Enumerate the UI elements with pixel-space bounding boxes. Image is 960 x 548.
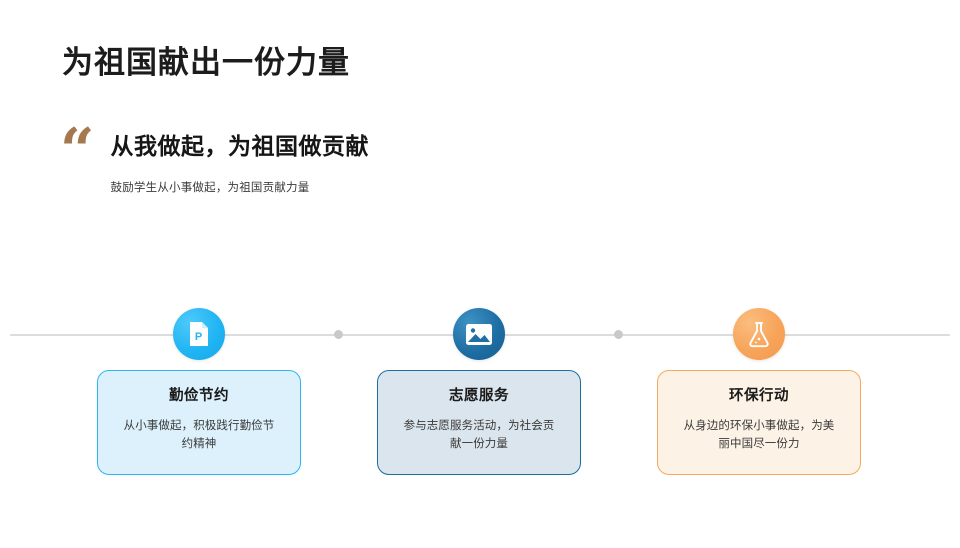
quotation-mark-icon: “ — [60, 116, 95, 186]
document-file-icon: P — [187, 321, 211, 347]
timeline-node-icon-3[interactable] — [733, 308, 785, 360]
timeline-card-1[interactable]: 勤俭节约 从小事做起，积极践行勤俭节约精神 — [97, 370, 301, 475]
timeline-connector-dot-1 — [334, 330, 343, 339]
card-description: 参与志愿服务活动，为社会贡献一份力量 — [403, 420, 555, 451]
flask-beaker-icon — [747, 321, 771, 348]
card-title: 环保行动 — [729, 388, 789, 404]
timeline-node-icon-2[interactable] — [453, 308, 505, 360]
timeline-card-2[interactable]: 志愿服务 参与志愿服务活动，为社会贡献一份力量 — [377, 370, 581, 475]
card-description: 从小事做起，积极践行勤俭节约精神 — [123, 420, 275, 451]
card-title: 勤俭节约 — [169, 388, 229, 404]
card-description: 从身边的环保小事做起，为美丽中国尽一份力 — [683, 420, 835, 451]
card-title: 志愿服务 — [449, 388, 509, 404]
timeline-card-3[interactable]: 环保行动 从身边的环保小事做起，为美丽中国尽一份力 — [657, 370, 861, 475]
quote-block: “ 从我做起，为祖国做贡献 鼓励学生从小事做起，为祖国贡献力量 — [60, 116, 620, 197]
timeline-connector-dot-2 — [614, 330, 623, 339]
quote-text-wrap: 从我做起，为祖国做贡献 鼓励学生从小事做起，为祖国贡献力量 — [111, 128, 370, 197]
quote-subtitle: 鼓励学生从小事做起，为祖国贡献力量 — [110, 181, 310, 194]
quote-row: “ 从我做起，为祖国做贡献 鼓励学生从小事做起，为祖国贡献力量 — [60, 116, 620, 197]
svg-text:P: P — [195, 331, 202, 343]
page-title: 为祖国献出一份力量 — [62, 45, 350, 80]
quote-headline: 从我做起，为祖国做贡献 — [110, 133, 370, 159]
image-picture-icon — [465, 323, 493, 346]
timeline-node-icon-1[interactable]: P — [173, 308, 225, 360]
